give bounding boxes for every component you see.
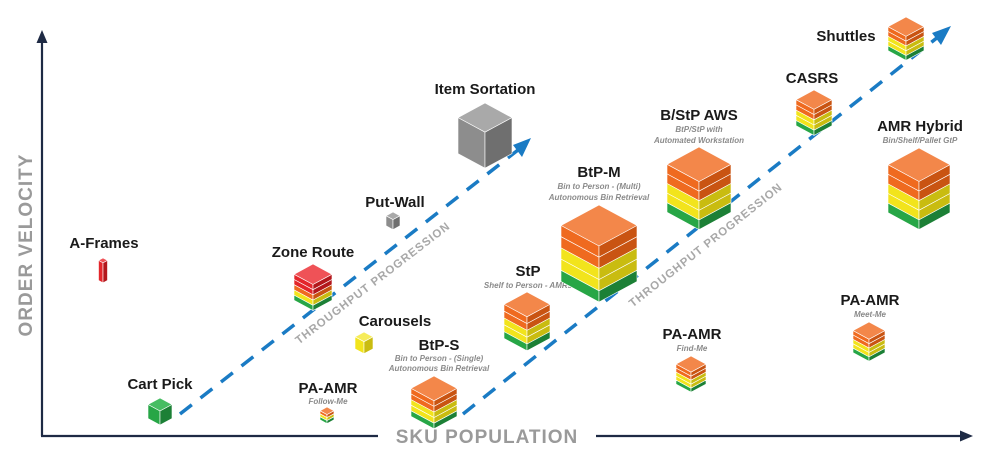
put-wall-icon <box>385 211 401 231</box>
pa-amr-find-subtitle: Find-Me <box>677 344 708 353</box>
a-frames-title: A-Frames <box>69 235 138 252</box>
bstp-aws-subtitle-2: Automated Workstation <box>653 136 744 145</box>
cart-pick-title: Cart Pick <box>127 376 193 393</box>
carousels-icon <box>354 331 374 355</box>
pa-amr-find-title: PA-AMR <box>663 326 722 343</box>
x-axis-label: SKU POPULATION <box>396 427 579 448</box>
a-frames-icon <box>97 257 109 284</box>
y-axis-arrowhead <box>36 30 48 43</box>
x-axis-arrowhead <box>960 430 973 442</box>
casrs-icon <box>795 89 833 136</box>
a-frames-icon-right-face <box>102 259 108 284</box>
stp-icon-right-face <box>526 331 551 352</box>
amr-hybrid-title: AMR Hybrid <box>877 118 963 135</box>
btp-m-icon-right-face <box>598 269 638 303</box>
bstp-aws-subtitle: BtP/StP with <box>675 125 722 134</box>
item-sortation-icon-right-face <box>484 117 513 169</box>
btp-s-subtitle: Bin to Person - (Single) <box>395 354 484 363</box>
btp-m-subtitle-2: Autonomous Bin Retrieval <box>548 193 650 202</box>
btp-m-title: BtP-M <box>577 164 620 181</box>
a-frames-icon-left-face <box>98 259 104 284</box>
casrs-icon-right-face <box>813 119 833 136</box>
pa-amr-meet-subtitle: Meet-Me <box>854 310 887 319</box>
bstp-aws-title: B/StP AWS <box>660 107 738 124</box>
pa-amr-meet-icon-right-face <box>868 347 886 362</box>
pa-amr-follow-subtitle: Follow-Me <box>308 397 348 406</box>
progression-arrowhead-left <box>513 138 531 157</box>
progression-arrow-left <box>178 148 520 416</box>
btp-m-icon <box>560 204 638 303</box>
item-sortation-icon <box>457 102 513 169</box>
axes: SKU POPULATION ORDER VELOCITY <box>16 30 973 448</box>
put-wall-title: Put-Wall <box>365 194 424 211</box>
casrs-title: CASRS <box>786 70 839 87</box>
shuttles-icon <box>887 16 925 61</box>
shuttles-title: Shuttles <box>816 28 875 45</box>
cart-pick-icon-right-face <box>159 403 173 426</box>
stp-title: StP <box>515 263 540 280</box>
zone-route-icon-right-face <box>312 294 333 312</box>
bstp-aws-icon <box>666 146 732 231</box>
pa-amr-follow-icon <box>319 406 335 425</box>
put-wall-icon-right-face <box>392 215 401 231</box>
pa-amr-follow-title: PA-AMR <box>299 380 358 397</box>
progression-arrow-right <box>461 35 940 416</box>
pa-amr-find-icon-right-face <box>690 379 707 393</box>
btp-s-title: BtP-S <box>419 337 460 354</box>
btp-m-subtitle: Bin to Person - (Multi) <box>557 182 640 191</box>
pa-amr-follow-icon-right-face <box>326 416 335 425</box>
btp-s-subtitle-2: Autonomous Bin Retrieval <box>388 364 490 373</box>
zone-route-title: Zone Route <box>272 244 355 261</box>
stp-subtitle: Shelf to Person - AMRs <box>484 281 573 290</box>
stp-icon <box>503 291 551 352</box>
carousels-title: Carousels <box>359 313 432 330</box>
item-sortation-title: Item Sortation <box>435 81 536 98</box>
pa-amr-meet-icon <box>852 321 886 362</box>
item-labels: A-Frames Cart Pick Zone Route Put-Wall I… <box>69 28 963 406</box>
pa-amr-find-icon <box>675 355 707 393</box>
carousels-icon-right-face <box>363 336 374 355</box>
shuttles-icon-right-face <box>905 45 925 61</box>
amr-hybrid-icon-right-face <box>918 202 951 231</box>
amr-hybrid-subtitle: Bin/Shelf/Pallet GtP <box>883 136 958 145</box>
bstp-aws-icon-right-face <box>698 202 732 231</box>
progression-arrowhead-right <box>932 26 951 45</box>
btp-s-icon-right-face <box>433 410 458 430</box>
pa-amr-meet-title: PA-AMR <box>841 292 900 309</box>
cube-icons <box>97 16 951 430</box>
zone-route-icon <box>293 263 333 312</box>
cart-pick-icon <box>147 397 173 426</box>
btp-s-icon <box>410 375 458 430</box>
y-axis-label: ORDER VELOCITY <box>16 154 37 337</box>
amr-hybrid-icon <box>887 147 951 231</box>
